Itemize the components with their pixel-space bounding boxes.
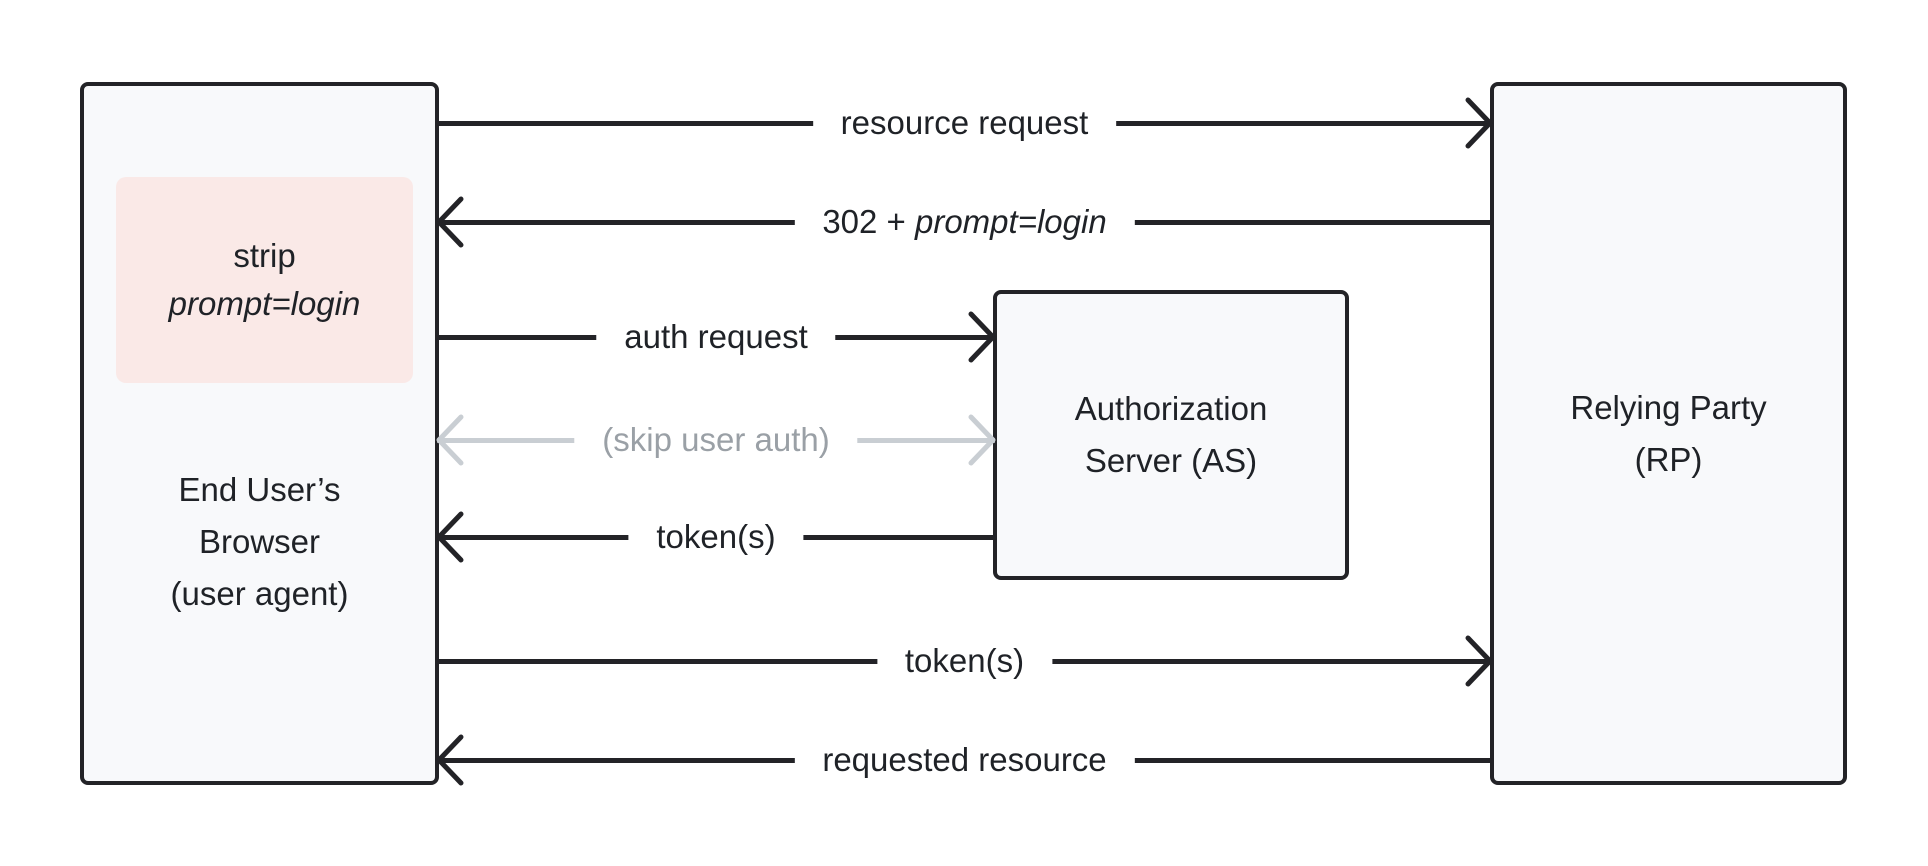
note-line-strip: strip <box>233 237 296 274</box>
arrowhead-right-icon <box>968 414 996 466</box>
arrow-skip-user-auth: (skip user auth) <box>436 410 996 470</box>
arrow-label: 302 + prompt=login <box>794 203 1135 241</box>
arrow-tokens-to-browser: token(s) <box>436 507 995 567</box>
as-label-line-2: Server (AS) <box>1084 442 1258 479</box>
browser-label-line-3: (user agent) <box>170 575 349 612</box>
authorization-server-node: Authorization Server (AS) <box>993 290 1349 580</box>
arrowhead-right-icon <box>968 311 996 363</box>
as-label-line-1: Authorization <box>1074 390 1268 427</box>
browser-label-line-1: End User’s <box>178 471 341 508</box>
relying-party-node: Relying Party (RP) <box>1490 82 1847 785</box>
arrowhead-left-icon <box>436 196 464 248</box>
arrowhead-right-icon <box>1465 97 1493 149</box>
arrow-tokens-to-rp: token(s) <box>437 631 1493 691</box>
authorization-server-label: Authorization Server (AS) <box>997 294 1345 576</box>
arrow-label-prefix: 302 + <box>822 203 915 240</box>
strip-prompt-note: strip prompt=login <box>116 177 413 383</box>
arrow-label: token(s) <box>628 518 804 556</box>
arrowhead-left-icon <box>436 511 464 563</box>
rp-label-line-2: (RP) <box>1634 440 1703 478</box>
arrow-auth-request: auth request <box>437 307 996 367</box>
arrow-label-italic: prompt=login <box>914 203 1107 240</box>
arrow-requested-resource: requested resource <box>436 730 1492 790</box>
browser-node-label: End User’s Browser (user agent) <box>84 464 435 620</box>
arrowhead-right-icon <box>1465 635 1493 687</box>
arrow-label: (skip user auth) <box>574 421 858 459</box>
arrow-302-prompt-login: 302 + prompt=login <box>436 192 1492 252</box>
relying-party-label: Relying Party (RP) <box>1494 86 1843 781</box>
browser-label-line-2: Browser <box>198 523 321 560</box>
arrow-label: auth request <box>596 318 836 356</box>
arrowhead-left-icon <box>436 734 464 786</box>
arrow-resource-request: resource request <box>437 93 1493 153</box>
note-line-prompt-login: prompt=login <box>168 285 361 322</box>
arrow-label: requested resource <box>794 741 1135 779</box>
arrowhead-left-icon <box>436 414 464 466</box>
rp-label-line-1: Relying Party <box>1570 388 1767 426</box>
arrow-label: token(s) <box>876 642 1053 680</box>
arrow-label: resource request <box>812 104 1117 142</box>
browser-node: strip prompt=login End User’s Browser (u… <box>80 82 439 785</box>
